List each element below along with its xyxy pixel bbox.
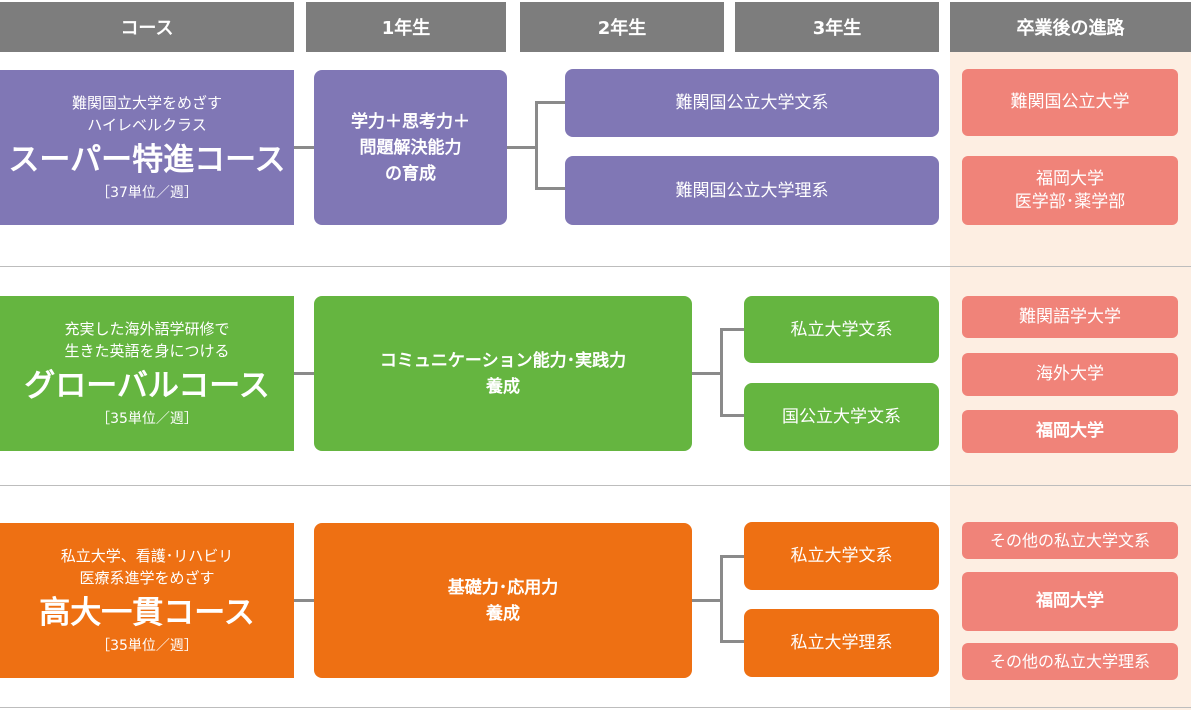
year1-box-global: コミュニケーション能力･実践力 養成 xyxy=(314,296,692,451)
course-name: スーパー特進コース xyxy=(8,141,286,178)
year1-box-koudai-ikkan: 基礎力･応用力 養成 xyxy=(314,523,692,678)
course-name: 高大一貫コース xyxy=(39,594,255,631)
header-year3: 3年生 xyxy=(735,2,939,52)
connector-line xyxy=(720,414,744,417)
course-description: 医療系進学をめざす xyxy=(79,568,215,587)
connector-line xyxy=(507,146,537,149)
course-description: 充実した海外語学研修で xyxy=(64,319,230,338)
course-units: ［35単位／週］ xyxy=(96,637,198,654)
course-description: 生きた英語を身につける xyxy=(64,341,230,360)
track-box: 難関国公立大学理系 xyxy=(565,156,939,225)
track-box: 私立大学文系 xyxy=(744,296,939,363)
destination-box: 福岡大学 xyxy=(962,410,1178,453)
connector-line xyxy=(720,640,744,643)
connector-line xyxy=(294,146,314,149)
destination-box: 海外大学 xyxy=(962,353,1178,396)
destination-box: その他の私立大学文系 xyxy=(962,522,1178,559)
destination-box: 難関語学大学 xyxy=(962,296,1178,338)
course-description: 難関国立大学をめざす xyxy=(71,93,222,112)
header-destination: 卒業後の進路 xyxy=(950,2,1191,52)
connector-line xyxy=(692,372,722,375)
track-box: 私立大学文系 xyxy=(744,522,939,590)
header-year2: 2年生 xyxy=(520,2,724,52)
row-separator xyxy=(0,266,1191,267)
course-koudai-ikkan: 私立大学、看護･リハビリ 医療系進学をめざす 高大一貫コース ［35単位／週］ xyxy=(0,523,294,678)
connector-line xyxy=(720,328,744,331)
connector-line xyxy=(720,555,723,643)
course-description: 私立大学、看護･リハビリ xyxy=(60,546,234,565)
destination-box: 難関国公立大学 xyxy=(962,69,1178,136)
course-super-tokushin: 難関国立大学をめざす ハイレベルクラス スーパー特進コース ［37単位／週］ xyxy=(0,70,294,225)
destination-box: 福岡大学 xyxy=(962,572,1178,631)
track-box: 難関国公立大学文系 xyxy=(565,69,939,137)
connector-line xyxy=(294,372,314,375)
course-units: ［37単位／週］ xyxy=(96,184,198,201)
course-global: 充実した海外語学研修で 生きた英語を身につける グローバルコース ［35単位／週… xyxy=(0,296,294,451)
track-box: 私立大学理系 xyxy=(744,609,939,677)
connector-line xyxy=(720,328,723,417)
connector-line xyxy=(692,599,722,602)
header-year1: 1年生 xyxy=(306,2,506,52)
connector-line xyxy=(535,187,565,190)
connector-line xyxy=(535,101,565,104)
connector-line xyxy=(294,599,314,602)
destination-box: 福岡大学 医学部･薬学部 xyxy=(962,156,1178,225)
header-course: コース xyxy=(0,2,294,52)
connector-line xyxy=(720,555,744,558)
course-units: ［35単位／週］ xyxy=(96,410,198,427)
track-box: 国公立大学文系 xyxy=(744,383,939,451)
course-description: ハイレベルクラス xyxy=(87,115,207,134)
connector-line xyxy=(535,101,538,190)
course-name: グローバルコース xyxy=(24,367,270,404)
row-separator xyxy=(0,707,1191,708)
year1-box-super-tokushin: 学力＋思考力＋ 問題解決能力 の育成 xyxy=(314,70,507,225)
row-separator xyxy=(0,485,1191,486)
destination-box: その他の私立大学理系 xyxy=(962,643,1178,680)
